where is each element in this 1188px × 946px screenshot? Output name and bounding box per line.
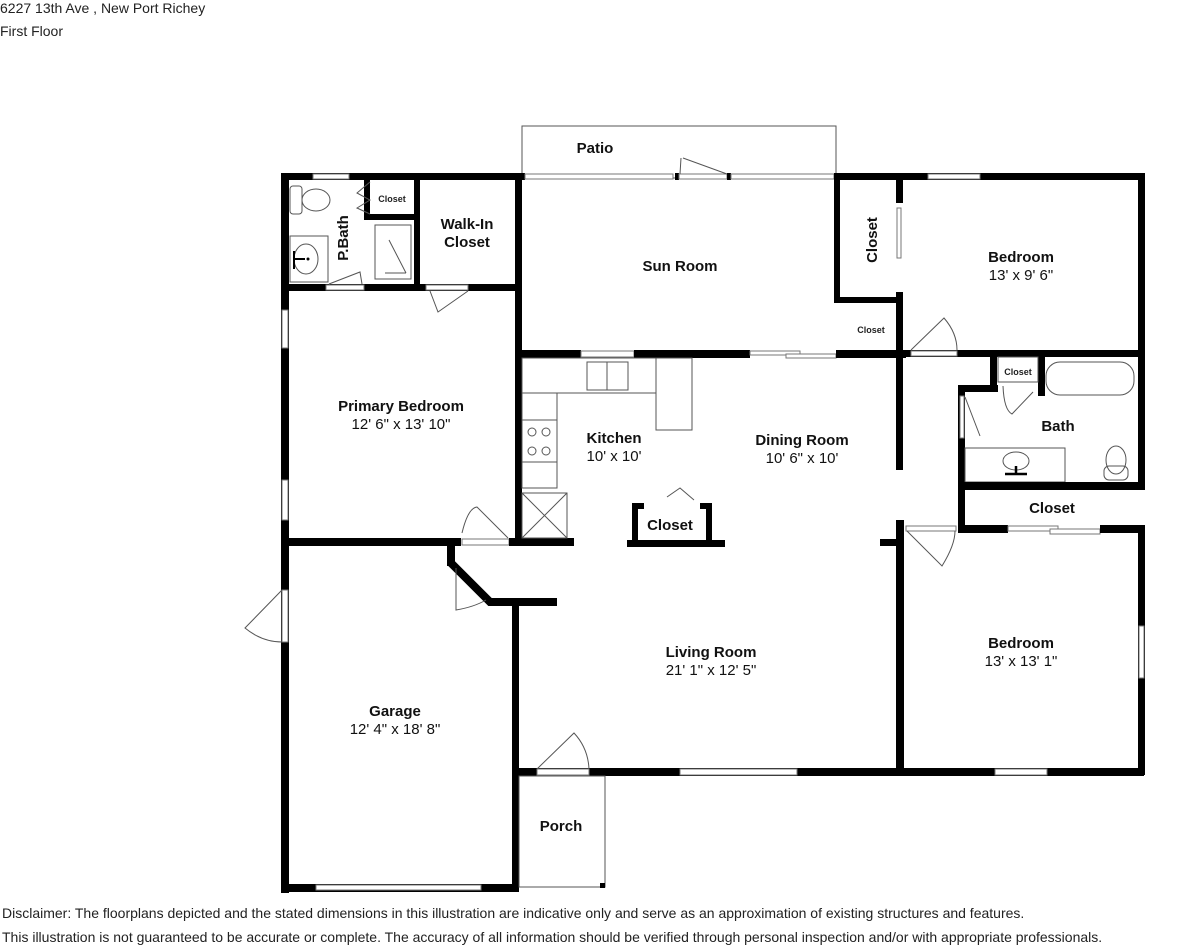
- disclaimer-line-2: This illustration is not guaranteed to b…: [2, 929, 1103, 945]
- primary-dims: 12' 6" x 13' 10": [351, 416, 451, 433]
- room-label-bath-closet: Closet: [1004, 367, 1032, 377]
- room-label-sunroom: Sun Room: [642, 258, 718, 275]
- room-label-patio: Patio: [576, 140, 614, 157]
- walkin-line2: Closet: [444, 234, 490, 251]
- living-name: Living Room: [665, 644, 757, 661]
- room-label-bath-lower-closet: Closet: [1029, 500, 1075, 517]
- primary-name: Primary Bedroom: [338, 398, 464, 415]
- dining-dims: 10' 6" x 10': [765, 450, 839, 467]
- walkin-line1: Walk-In: [440, 216, 494, 233]
- room-label-pbath: P.Bath: [335, 215, 352, 261]
- bedroom2-dims: 13' x 13' 1": [984, 653, 1058, 670]
- address-title: 6227 13th Ave , New Port Richey: [0, 0, 206, 16]
- disclaimer-line-1: Disclaimer: The floorplans depicted and …: [2, 905, 1025, 921]
- room-label-hall-closet: Closet: [647, 517, 693, 534]
- room-label-porch: Porch: [539, 818, 583, 835]
- patio-outline: [521, 125, 837, 179]
- kitchen-dims: 10' x 10': [586, 448, 642, 465]
- garage-name: Garage: [369, 703, 421, 720]
- bedroom1-name: Bedroom: [988, 249, 1054, 266]
- bedroom2-name: Bedroom: [988, 635, 1054, 652]
- floor-label: First Floor: [0, 23, 63, 39]
- living-dims: 21' 1" x 12' 5": [665, 662, 757, 679]
- bedroom1-dims: 13' x 9' 6": [988, 267, 1054, 284]
- kitchen-name: Kitchen: [586, 430, 642, 447]
- garage-dims: 12' 4" x 18' 8": [349, 721, 441, 738]
- room-label-bath: Bath: [1041, 418, 1075, 435]
- room-label-bed1-small-closet: Closet: [857, 325, 885, 335]
- room-label-pbath-closet: Closet: [378, 194, 406, 204]
- room-label-bed1-closet: Closet: [864, 217, 881, 263]
- dining-name: Dining Room: [755, 432, 849, 449]
